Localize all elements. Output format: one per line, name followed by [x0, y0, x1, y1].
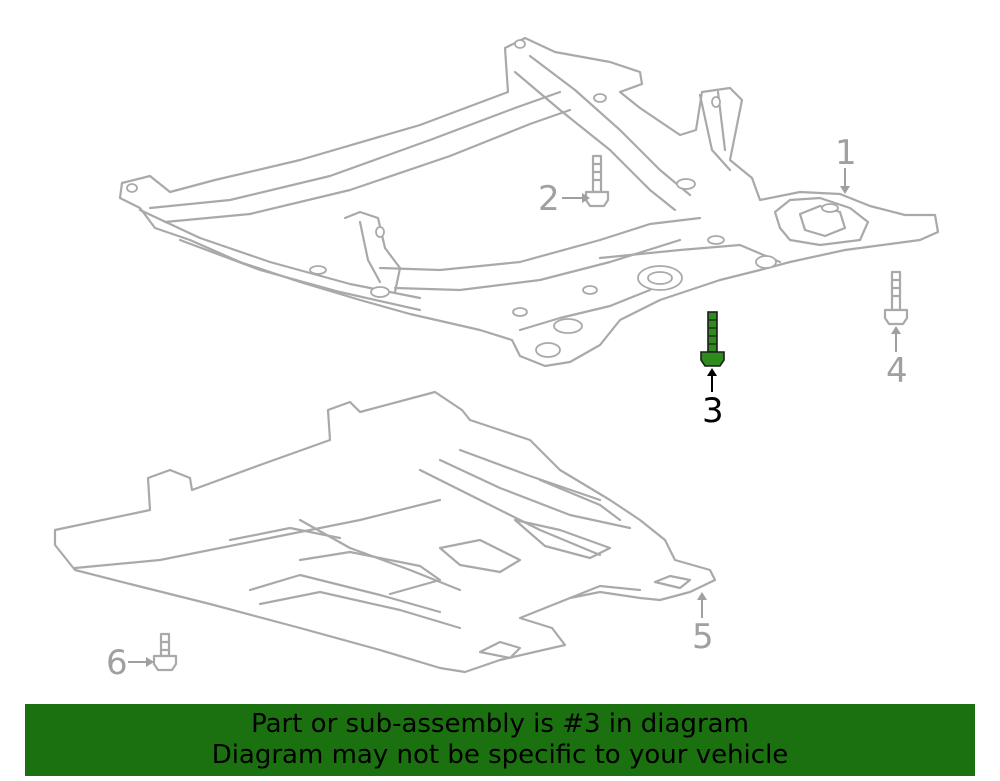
arrow-3 [707, 368, 717, 376]
callout-1: 1 [835, 133, 857, 173]
arrow-1 [840, 186, 850, 194]
arrow-2 [582, 193, 590, 203]
callout-4: 4 [886, 351, 908, 391]
bolt-part-3-highlighted[interactable] [700, 311, 725, 367]
arrow-5 [697, 592, 707, 600]
bolt-part-6 [152, 632, 178, 672]
arrow-4 [891, 326, 901, 334]
arrow-6 [146, 657, 154, 667]
callout-3-selected[interactable]: 3 [702, 391, 724, 431]
parts-diagram: 1 2 3 4 5 6 [53, 36, 940, 683]
callout-6: 6 [106, 643, 128, 683]
leader-lines [128, 168, 901, 667]
banner-line-2: Diagram may not be specific to your vehi… [211, 740, 789, 770]
banner-line-1: Part or sub-assembly is #3 in diagram [251, 709, 749, 739]
splash-shield [53, 390, 717, 674]
callout-5: 5 [692, 617, 714, 657]
bolt-part-2 [584, 154, 610, 208]
subframe-crossmember [118, 36, 940, 368]
bolt-part-4 [883, 270, 909, 326]
part-info-banner: Part or sub-assembly is #3 in diagram Di… [25, 704, 975, 776]
callout-2: 2 [538, 179, 560, 219]
